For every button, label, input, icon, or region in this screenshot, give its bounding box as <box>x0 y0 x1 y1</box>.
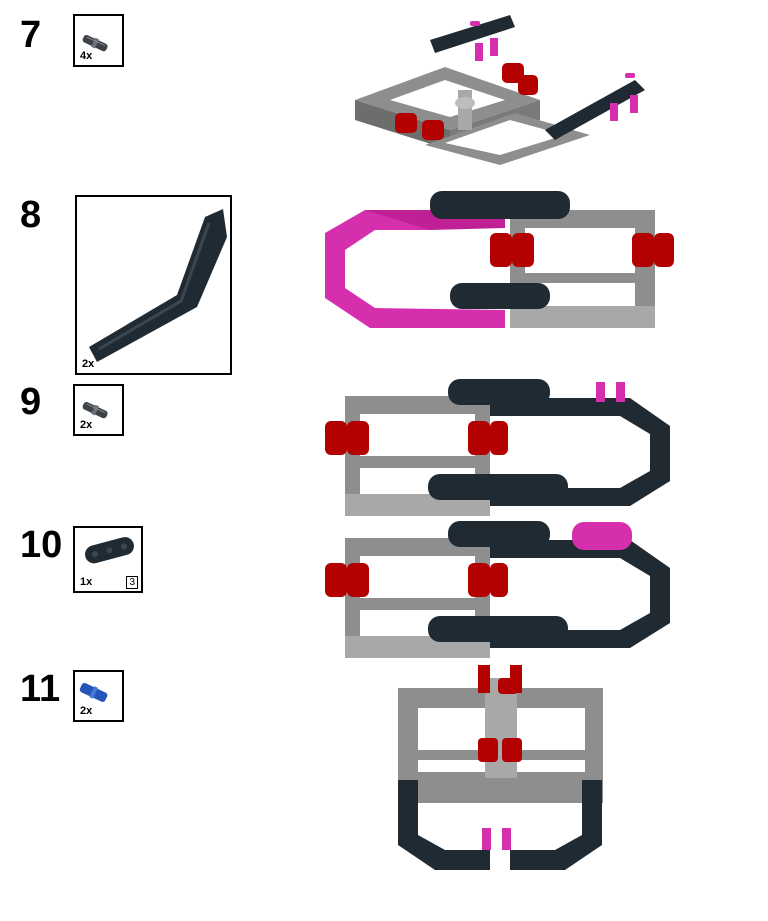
part-quantity: 1x <box>80 576 93 588</box>
assembly-model-step-11 <box>398 665 603 870</box>
parts-callout: 2x <box>75 195 232 375</box>
parts-callout: 2x <box>73 384 124 436</box>
step-number: 9 <box>20 381 42 423</box>
step-number: 8 <box>20 194 42 236</box>
part-length-badge: 3 <box>126 576 138 589</box>
assembly-model-step-8 <box>325 191 674 328</box>
part-quantity: 2x <box>80 705 93 717</box>
assembly-model-step-10 <box>325 521 670 658</box>
assembly-model-step-7 <box>355 15 645 165</box>
part-quantity: 4x <box>80 50 93 62</box>
part-quantity: 2x <box>80 419 93 431</box>
parts-callout: 2x <box>73 670 124 722</box>
pin-icon <box>82 401 108 419</box>
pin-icon <box>82 34 108 52</box>
parts-callout: 4x <box>73 14 124 67</box>
part-quantity: 2x <box>82 358 95 370</box>
short-beam-icon <box>85 537 134 564</box>
step-number: 11 <box>20 668 61 710</box>
step-number: 7 <box>20 14 42 56</box>
step-number: 10 <box>20 524 63 566</box>
parts-callout: 1x 3 <box>73 526 143 593</box>
blue-axle-pin-icon <box>79 682 108 702</box>
assembly-model-step-9 <box>325 379 670 516</box>
bent-beam-icon <box>89 209 227 362</box>
